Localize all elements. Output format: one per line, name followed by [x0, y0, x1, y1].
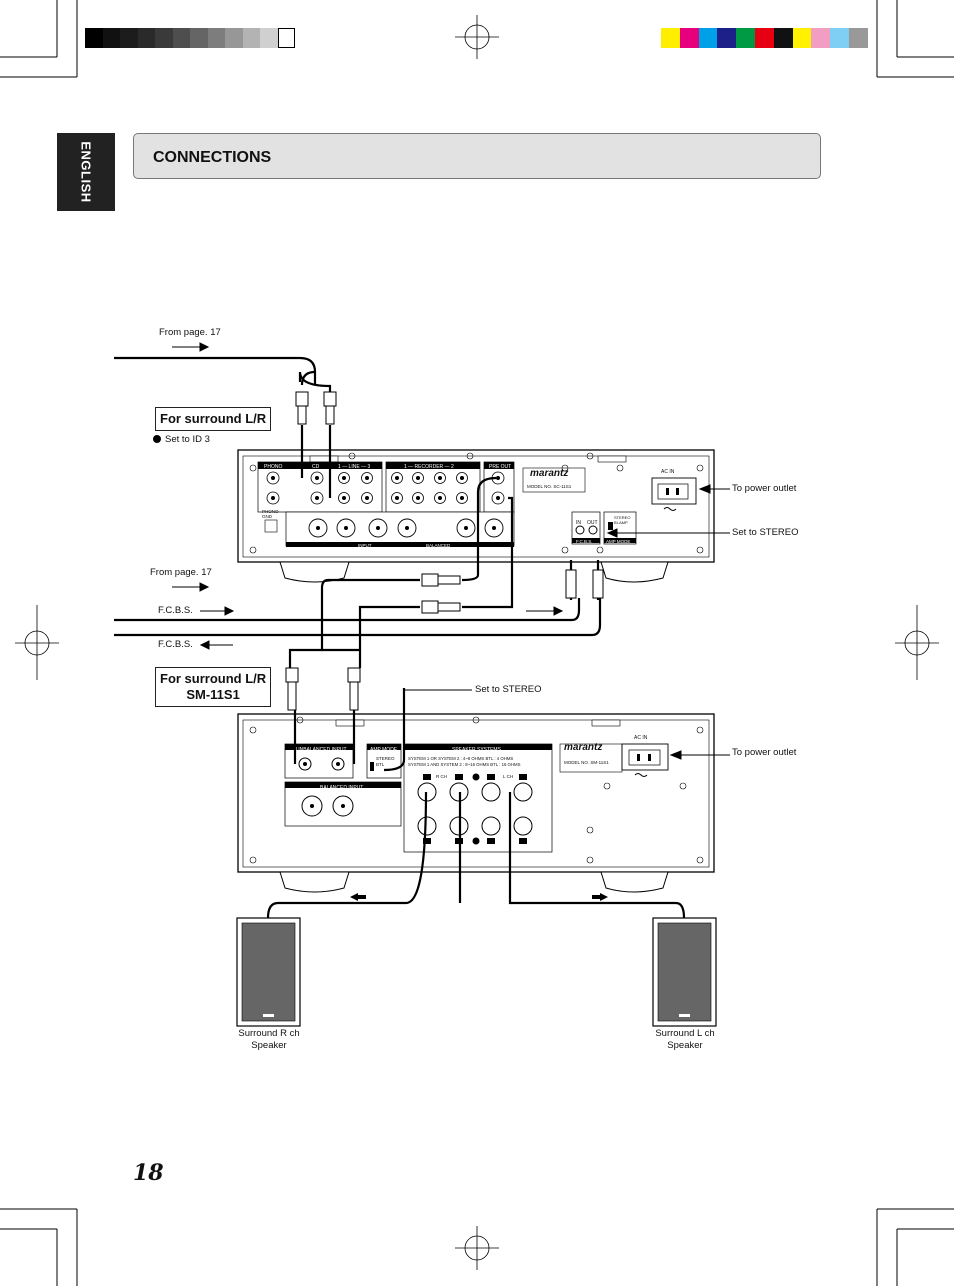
amp-acin-label: AC IN: [634, 735, 648, 741]
amp-balanced-label: BALANCED INPUT: [320, 785, 364, 791]
preamp-out-label: OUT: [587, 520, 598, 526]
preamp-in-label: IN: [576, 520, 581, 526]
preamp-model: MODEL NO. SC-11S1: [527, 484, 572, 489]
amp-ampmode-label: AMP MODE: [370, 747, 398, 753]
amp-unbalanced-label: UNBALANCED INPUT: [296, 747, 347, 753]
section-title: CONNECTIONS: [153, 149, 272, 166]
page-number: 18: [133, 1160, 164, 1186]
calibration-swatch: [736, 28, 755, 48]
calibration-swatch: [260, 28, 278, 48]
calibration-swatch: [698, 28, 718, 48]
surround-box-2-line-2: SM-11S1: [186, 687, 240, 702]
cable-plugs: [285, 391, 604, 711]
preamp-phono-gnd-label: PHONO GND: [262, 509, 279, 519]
preamp-balanced-label: BALANCED: [426, 543, 451, 548]
preamp-stereo-biamp-label: STEREO BI-AMP: [614, 515, 631, 525]
section-header: CONNECTIONS: [133, 133, 821, 179]
fcbs-in-label: F.C.B.S.: [158, 639, 193, 650]
speaker-l-line-1: Surround L ch: [655, 1028, 715, 1039]
amp-stereo-label: STEREO: [376, 756, 395, 761]
surround-box-1: For surround L/R: [155, 407, 272, 431]
set-stereo-amp-label: Set to STEREO: [475, 684, 542, 695]
preamp-brand: marantz: [530, 468, 569, 479]
amp-brand: marantz: [564, 742, 603, 753]
preamp-recorder-label: 1 — RECORDER — 2: [404, 464, 454, 470]
calibration-swatch: [225, 28, 243, 48]
surround-box-2-line-1: For surround L/R: [160, 671, 267, 686]
calibration-swatch: [717, 28, 737, 48]
calibration-swatch: [792, 28, 812, 48]
calibration-swatch: [137, 28, 155, 48]
power-outlet-2-label: To power outlet: [732, 747, 797, 758]
fcbs-out-label: F.C.B.S.: [158, 605, 193, 616]
calibration-swatch: [830, 28, 849, 48]
amp-rch-label: R CH: [436, 774, 447, 779]
speaker-r-label: Surround R ch Speaker: [231, 1028, 307, 1052]
calibration-swatch: [242, 28, 260, 48]
amp-spec-line-1: SYSTEM 1 OR SYSTEM 2 : 4~8 OHMS BTL : 4 …: [408, 756, 514, 761]
calibration-swatch: [773, 28, 793, 48]
arrows: [172, 342, 730, 760]
amp-btl-label: BTL: [376, 762, 385, 767]
from-page-top-label: From page. 17: [159, 327, 221, 338]
calibration-swatch: [190, 28, 208, 48]
language-label: ENGLISH: [78, 141, 94, 203]
preamp-line-label: 1 — LINE — 3: [338, 464, 371, 470]
set-id-label: Set to ID 3: [153, 434, 210, 446]
amp-model: MODEL NO. SM-11S1: [564, 760, 609, 765]
calibration-swatch: [755, 28, 774, 48]
preamp-ampmode-label: AMP MODE: [606, 539, 631, 544]
calibration-swatch: [661, 28, 680, 48]
arrow-to-l-speaker: [592, 893, 608, 901]
set-id-text: Set to ID 3: [165, 434, 210, 445]
calibration-swatch: [155, 28, 173, 48]
calibration-swatch: [102, 28, 120, 48]
amp-spec-line-2: SYSTEM 1 AND SYSTEM 2 : 8~16 OHMS BTL : …: [408, 762, 521, 767]
arrow-to-r-speaker: [350, 893, 366, 901]
calibration-swatch: [849, 28, 868, 48]
calibration-swatch: [679, 28, 699, 48]
preamp-input-label: INPUT: [358, 543, 372, 548]
speaker-r-line-2: Speaker: [251, 1040, 287, 1051]
preamp-fcbs-label: F.C.B.S.: [576, 539, 593, 544]
speaker-l-label: Surround L ch Speaker: [647, 1028, 723, 1052]
cables: [114, 356, 686, 919]
surround-box-1-text: For surround L/R: [160, 411, 267, 426]
preamp-rear-panel: [237, 449, 715, 583]
from-page-mid-label: From page. 17: [150, 567, 212, 578]
amp-lch-label: L CH: [503, 774, 514, 779]
amp-rear-panel: [237, 713, 715, 893]
speaker-r: [236, 917, 301, 1027]
preamp-preout-label: PRE OUT: [489, 464, 512, 470]
calibration-swatch: [811, 28, 831, 48]
speaker-l-line-2: Speaker: [667, 1040, 703, 1051]
bullet-icon: [153, 435, 161, 443]
preamp-phono-label: PHONO: [264, 464, 283, 470]
set-stereo-preamp-label: Set to STEREO: [732, 527, 799, 538]
registration-targets: [15, 15, 939, 1270]
speaker-r-line-1: Surround R ch: [238, 1028, 300, 1039]
calibration-swatch: [85, 28, 103, 48]
calibration-swatch: [120, 28, 138, 48]
surround-box-2: For surround L/R SM-11S1: [155, 667, 272, 707]
power-outlet-1-label: To power outlet: [732, 483, 797, 494]
calibration-swatch: [207, 28, 225, 48]
speaker-l: [652, 917, 717, 1027]
calibration-swatch: [172, 28, 190, 48]
calibration-swatch: [277, 28, 295, 48]
language-tab: ENGLISH: [57, 133, 115, 211]
amp-speaker-systems-label: SPEAKER SYSTEMS: [452, 747, 501, 753]
preamp-cd-label: CD: [312, 464, 320, 470]
preamp-acin-label: AC IN: [661, 469, 675, 475]
